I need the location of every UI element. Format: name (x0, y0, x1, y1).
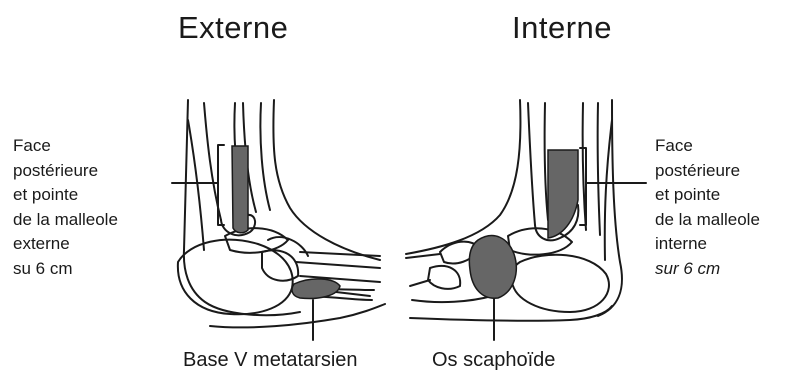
medial-label-line: Face (655, 134, 760, 159)
lateral-label-line: externe (13, 232, 118, 257)
lateral-ankle-outline (178, 100, 385, 327)
os-scaphoide-label: Os scaphoïde (432, 349, 555, 372)
lateral-label-block: Face postérieure et pointe de la malleol… (13, 134, 118, 281)
medial-label-line: sur 6 cm (655, 257, 760, 282)
lateral-label-line: et pointe (13, 183, 118, 208)
medial-label-line: postérieure (655, 159, 760, 184)
medial-ankle-outline (406, 100, 622, 321)
lateral-malleolus-highlight (232, 146, 248, 233)
lateral-bracket (218, 145, 224, 225)
base-v-metatarsien-label: Base V metatarsien (183, 349, 358, 372)
lateral-label-line: de la malleole (13, 208, 118, 233)
base-v-metatarsal-highlight (292, 279, 340, 299)
navicular-highlight (469, 236, 516, 299)
medial-label-block: Face postérieure et pointe de la malleol… (655, 134, 760, 281)
medial-malleolus-highlight (548, 150, 578, 238)
lateral-label-line: su 6 cm (13, 257, 118, 282)
medial-label-line: de la malleole (655, 208, 760, 233)
lateral-label-line: postérieure (13, 159, 118, 184)
medial-label-line: et pointe (655, 183, 760, 208)
medial-label-line: interne (655, 232, 760, 257)
lateral-label-line: Face (13, 134, 118, 159)
